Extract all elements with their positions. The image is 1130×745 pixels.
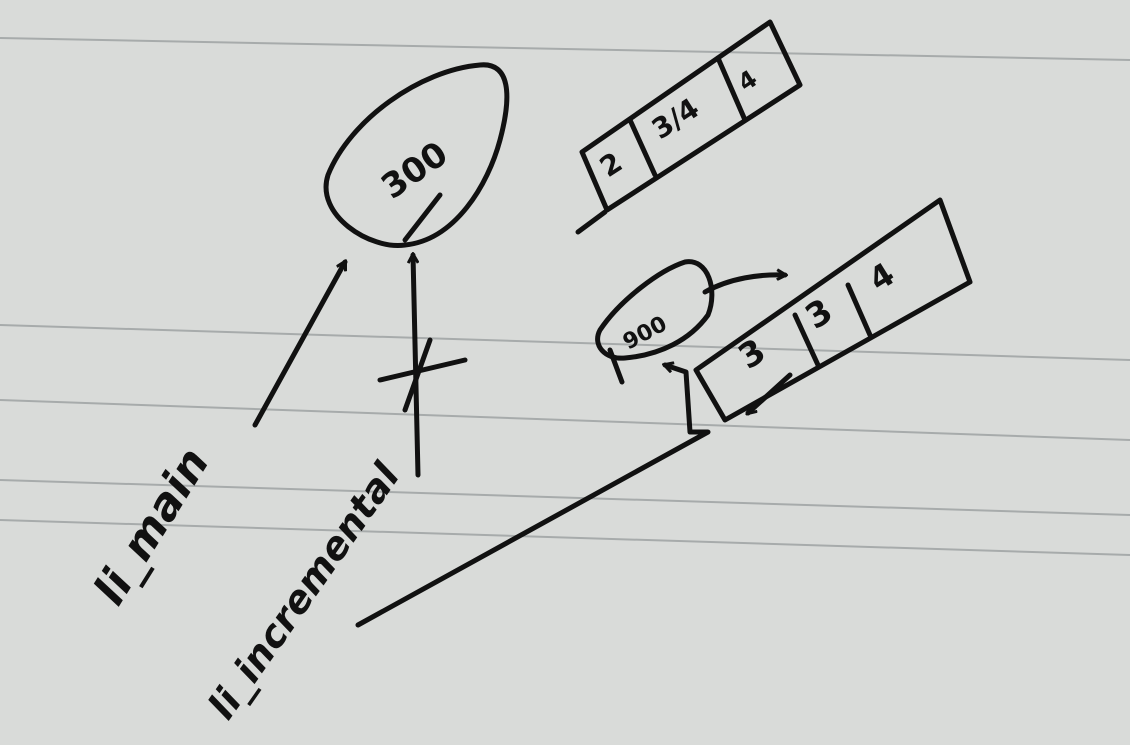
cross-out-slash bbox=[402, 337, 433, 413]
top-array-underline bbox=[575, 209, 608, 235]
top-array-cell-3: 4 bbox=[733, 64, 762, 97]
right-array-divider-2 bbox=[845, 282, 873, 338]
top-array-cell-1: 2 bbox=[594, 146, 628, 184]
top-blob-pointer bbox=[402, 192, 443, 243]
top-array-divider-1 bbox=[627, 117, 658, 178]
arrow-crossed bbox=[377, 255, 468, 478]
node-right-blob: 900 bbox=[595, 259, 715, 385]
right-array-cell-3: 4 bbox=[862, 255, 901, 299]
right-array-divider-1 bbox=[792, 312, 821, 368]
label-li-incremental: li_incremental bbox=[199, 454, 408, 727]
top-blob-value: 300 bbox=[374, 134, 455, 207]
cross-out-stroke bbox=[377, 357, 468, 383]
array-right: 3 3 4 bbox=[693, 197, 973, 423]
right-blob-tail bbox=[607, 347, 625, 385]
arrow-array-return bbox=[748, 372, 793, 413]
node-top-blob: 300 bbox=[323, 62, 510, 248]
top-array-outline bbox=[579, 19, 803, 213]
top-array-divider-2 bbox=[715, 55, 748, 123]
arrow-li-incremental bbox=[355, 365, 711, 628]
right-blob-outline bbox=[595, 259, 715, 361]
paper-rules bbox=[0, 37, 1130, 556]
arrow-li-main bbox=[252, 262, 348, 428]
right-array-outline bbox=[693, 197, 973, 423]
arrow-blob-to-array bbox=[702, 275, 785, 295]
top-blob-outline bbox=[323, 62, 510, 248]
